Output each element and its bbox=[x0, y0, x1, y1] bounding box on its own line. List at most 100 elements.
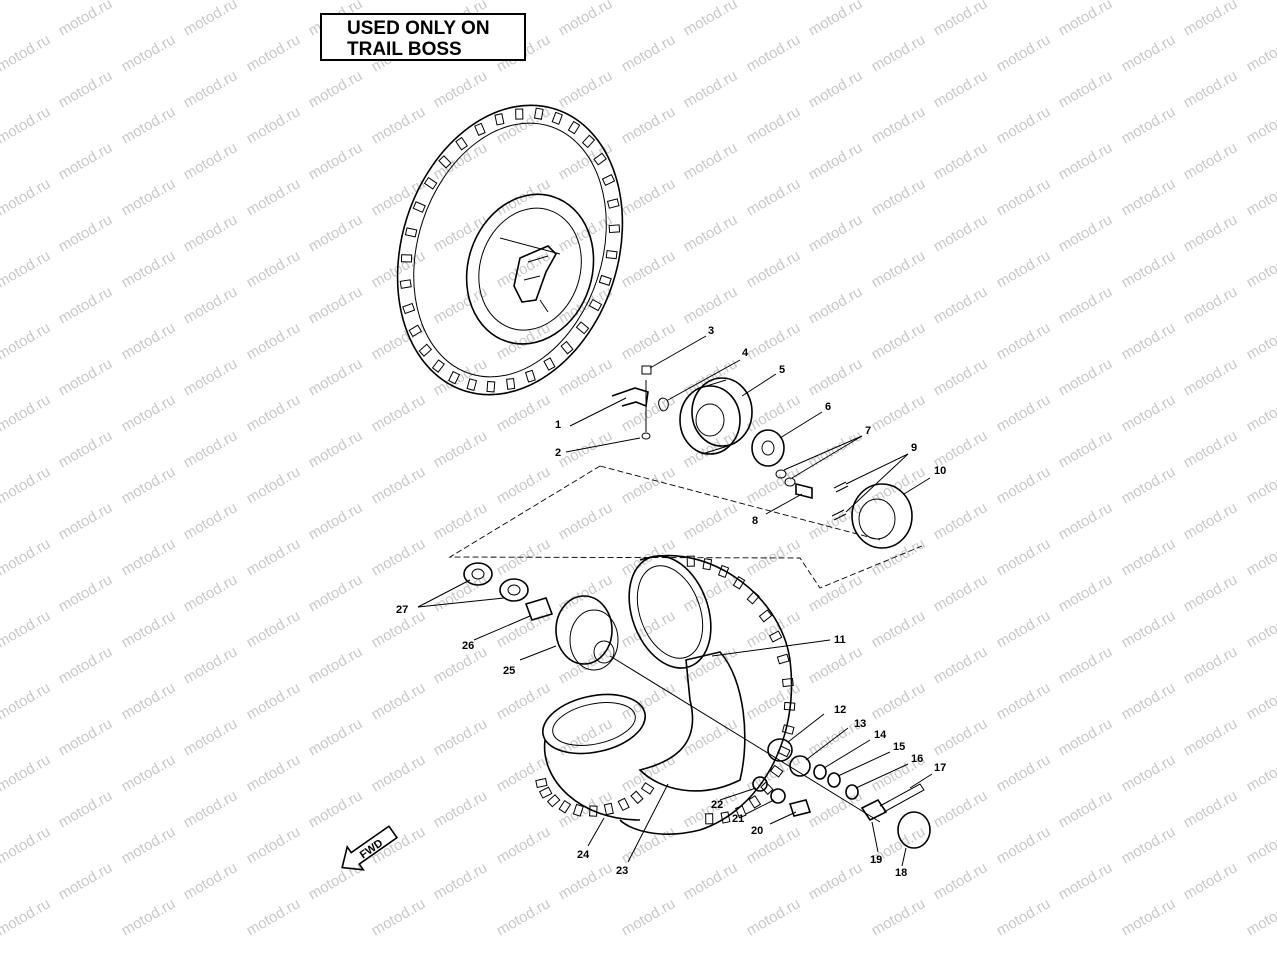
callout-19: 19 bbox=[870, 854, 882, 866]
part-14-seal bbox=[813, 764, 827, 780]
callout-1: 1 bbox=[555, 419, 561, 431]
callout-22: 22 bbox=[711, 799, 723, 811]
watermark-text: motod.ru bbox=[306, 67, 366, 111]
watermark-text: motod.ru bbox=[244, 247, 304, 291]
tread-block bbox=[781, 677, 794, 688]
watermark-text: motod.ru bbox=[556, 283, 616, 327]
watermark-text: motod.ru bbox=[181, 355, 241, 399]
watermark-text: motod.ru bbox=[244, 463, 304, 507]
watermark-text: motod.ru bbox=[119, 823, 179, 867]
watermark-text: motod.ru bbox=[494, 0, 554, 3]
watermark-text: motod.ru bbox=[1244, 319, 1277, 363]
note-line-2: TRAIL BOSS bbox=[347, 39, 462, 60]
callout-16: 16 bbox=[911, 753, 923, 765]
watermark-text: motod.ru bbox=[869, 463, 929, 507]
watermark-text: motod.ru bbox=[619, 0, 679, 3]
watermark-text: motod.ru bbox=[744, 247, 804, 291]
watermark-text: motod.ru bbox=[1181, 787, 1241, 831]
watermark-text: motod.ru bbox=[0, 607, 53, 651]
watermark-text: motod.ru bbox=[619, 679, 679, 723]
watermark-text: motod.ru bbox=[306, 427, 366, 471]
watermark-text: motod.ru bbox=[681, 859, 741, 903]
tread-block bbox=[732, 576, 746, 590]
watermark-text: motod.ru bbox=[869, 319, 929, 363]
watermark-text: motod.ru bbox=[56, 499, 116, 543]
part-7-washers bbox=[775, 469, 787, 479]
tread-block bbox=[402, 302, 416, 315]
watermark-text: motod.ru bbox=[494, 823, 554, 867]
watermark-text: motod.ru bbox=[931, 67, 991, 111]
watermark-text: motod.ru bbox=[931, 571, 991, 615]
trail-boss-note: USED ONLY ON TRAIL BOSS bbox=[320, 13, 526, 61]
tread-block bbox=[543, 357, 556, 371]
watermark-text: motod.ru bbox=[181, 67, 241, 111]
watermark-text: motod.ru bbox=[806, 859, 866, 903]
tread-block bbox=[630, 790, 644, 805]
watermark-text: motod.ru bbox=[306, 355, 366, 399]
watermark-text: motod.ru bbox=[0, 0, 53, 3]
tread-block bbox=[598, 274, 612, 286]
watermark-text: motod.ru bbox=[119, 535, 179, 579]
watermark-text: motod.ru bbox=[494, 391, 554, 435]
callout-15: 15 bbox=[893, 741, 905, 753]
watermark-text: motod.ru bbox=[1119, 679, 1179, 723]
watermark-text: motod.ru bbox=[1244, 175, 1277, 219]
watermark-text: motod.ru bbox=[56, 787, 116, 831]
part-1-bracket bbox=[611, 387, 649, 408]
tread-block bbox=[748, 795, 762, 809]
tread-block bbox=[575, 321, 590, 335]
part-13-spacer bbox=[789, 755, 811, 777]
part-27-bearing-a bbox=[463, 562, 493, 586]
watermark-text: motod.ru bbox=[806, 0, 866, 39]
watermark-text: motod.ru bbox=[369, 895, 429, 939]
watermark-text: motod.ru bbox=[744, 535, 804, 579]
watermark-text: motod.ru bbox=[1244, 463, 1277, 507]
watermark-text: motod.ru bbox=[619, 31, 679, 75]
part-2-bolt bbox=[641, 432, 651, 440]
watermark-text: motod.ru bbox=[744, 175, 804, 219]
watermark-text: motod.ru bbox=[494, 463, 554, 507]
tread-block bbox=[546, 794, 561, 808]
watermark-text: motod.ru bbox=[869, 31, 929, 75]
watermark-text: motod.ru bbox=[1056, 787, 1116, 831]
watermark-text: motod.ru bbox=[1119, 103, 1179, 147]
watermark-text: motod.ru bbox=[1181, 427, 1241, 471]
tread-block bbox=[558, 799, 572, 814]
watermark-text: motod.ru bbox=[869, 0, 929, 3]
callout-12: 12 bbox=[834, 704, 846, 716]
part-6-spacer bbox=[751, 429, 785, 467]
watermark-text: motod.ru bbox=[369, 751, 429, 795]
lower-tire-outer bbox=[619, 554, 793, 835]
part-12-bearing bbox=[767, 738, 793, 762]
tread-block bbox=[408, 324, 423, 338]
watermark-text: motod.ru bbox=[0, 103, 53, 147]
watermark-text: motod.ru bbox=[806, 571, 866, 615]
watermark-text: motod.ru bbox=[931, 211, 991, 255]
watermark-text: motod.ru bbox=[494, 247, 554, 291]
watermark-text: motod.ru bbox=[244, 175, 304, 219]
watermark-text: motod.ru bbox=[119, 895, 179, 939]
callout-24: 24 bbox=[577, 849, 590, 861]
watermark-text: motod.ru bbox=[0, 247, 53, 291]
tread-block bbox=[776, 653, 790, 665]
watermark-text: motod.ru bbox=[556, 427, 616, 471]
part-9-springs bbox=[831, 481, 849, 521]
lower-rim-body bbox=[638, 651, 746, 792]
watermark-text: motod.ru bbox=[619, 607, 679, 651]
callout-4: 4 bbox=[742, 347, 749, 359]
watermark-text: motod.ru bbox=[431, 283, 491, 327]
watermark-text: motod.ru bbox=[994, 823, 1054, 867]
watermark-text: motod.ru bbox=[1244, 823, 1277, 867]
watermark-text: motod.ru bbox=[431, 211, 491, 255]
tread-block bbox=[486, 380, 496, 393]
watermark-text: motod.ru bbox=[806, 643, 866, 687]
watermark-text: motod.ru bbox=[181, 715, 241, 759]
tread-block bbox=[581, 134, 596, 149]
watermark-text: motod.ru bbox=[0, 391, 53, 435]
watermark-text: motod.ru bbox=[0, 823, 53, 867]
watermark-text: motod.ru bbox=[0, 463, 53, 507]
watermark-text: motod.ru bbox=[306, 211, 366, 255]
watermark-text: motod.ru bbox=[181, 283, 241, 327]
watermark-text: motod.ru bbox=[1119, 463, 1179, 507]
part-15-washer bbox=[827, 772, 841, 788]
